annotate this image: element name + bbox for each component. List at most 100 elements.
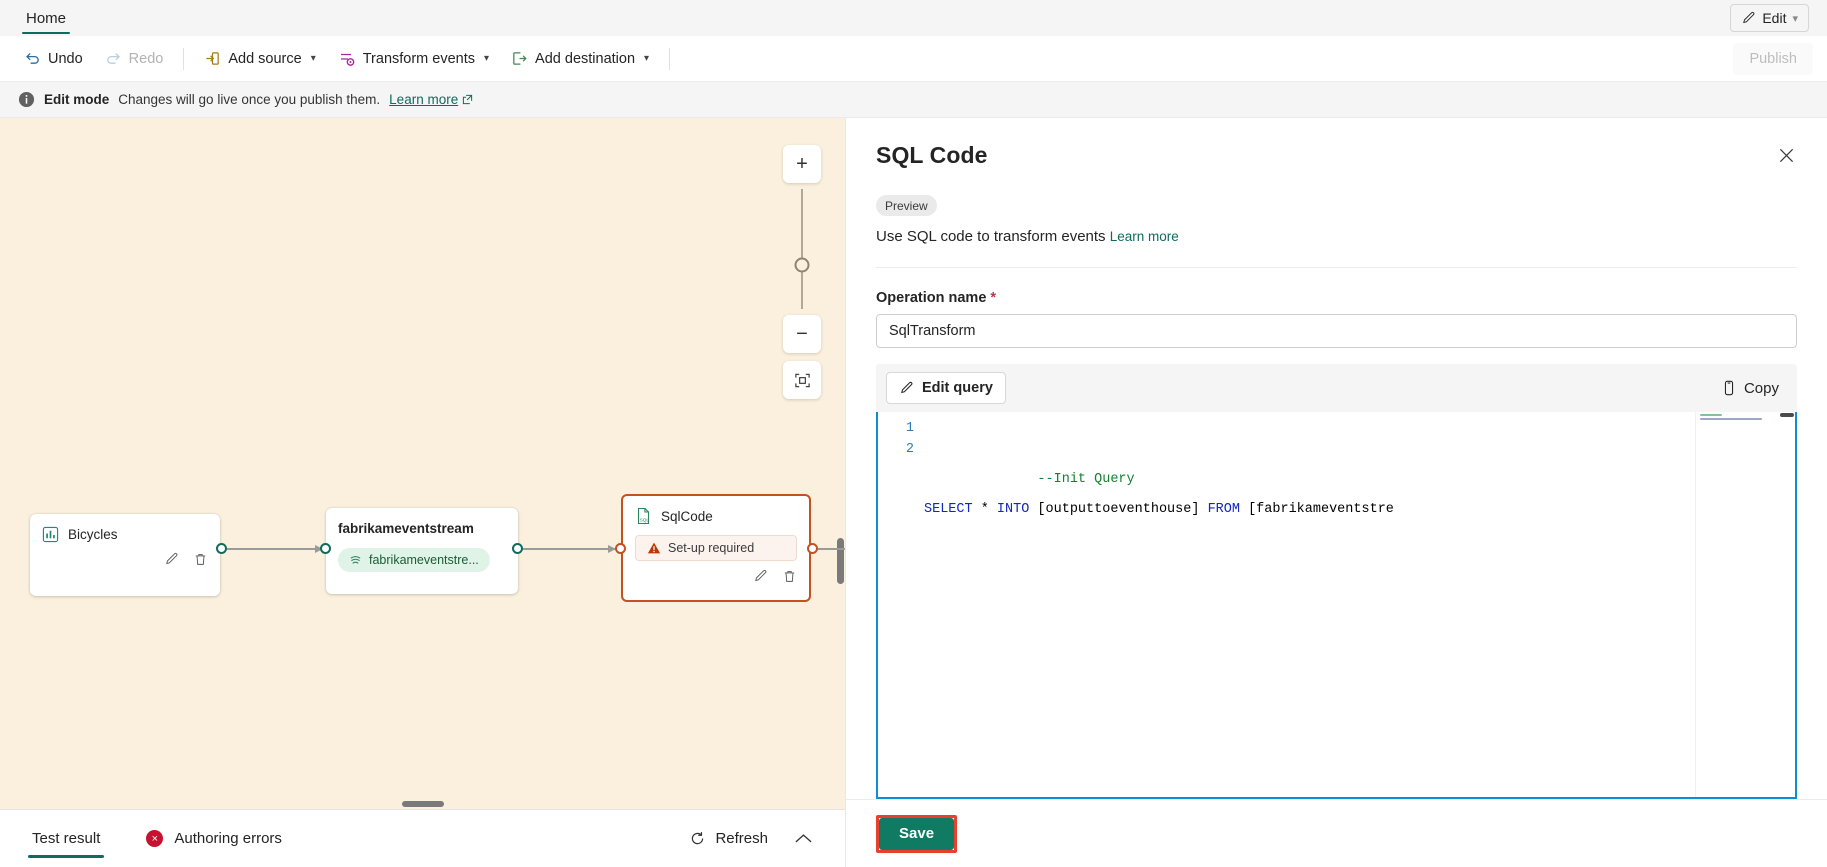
canvas-node-sqlcode[interactable]: SQL SqlCode Set-up required bbox=[621, 494, 811, 602]
add-destination-button[interactable]: Add destination ▾ bbox=[501, 43, 659, 75]
canvas-node-bicycles[interactable]: Bicycles bbox=[30, 514, 220, 596]
authoring-errors-item[interactable]: × Authoring errors bbox=[146, 830, 282, 847]
port-stream-output[interactable] bbox=[512, 543, 523, 554]
publish-button[interactable]: Publish bbox=[1733, 42, 1813, 75]
editor-minimap[interactable] bbox=[1695, 412, 1779, 797]
canvas-vertical-scrollbar[interactable] bbox=[837, 538, 844, 584]
undo-button[interactable]: Undo bbox=[14, 43, 93, 75]
zoom-out-button[interactable]: − bbox=[783, 315, 821, 353]
code-line-2: SELECT * INTO [outputtoeventhouse] FROM … bbox=[924, 499, 1795, 520]
zoom-slider[interactable] bbox=[794, 189, 810, 309]
canvas-resize-handle[interactable] bbox=[401, 801, 444, 807]
close-icon[interactable] bbox=[1771, 140, 1801, 170]
edit-query-label: Edit query bbox=[922, 380, 993, 396]
editor-minimap-slider[interactable] bbox=[1779, 412, 1795, 797]
node-actions bbox=[42, 552, 208, 567]
error-icon: × bbox=[146, 830, 164, 847]
eventstream-icon bbox=[349, 554, 362, 567]
transform-events-label: Transform events bbox=[362, 50, 476, 67]
chart-icon bbox=[42, 526, 59, 543]
panel-divider bbox=[876, 267, 1797, 268]
fit-to-view-icon bbox=[794, 372, 811, 389]
node-header: Bicycles bbox=[42, 524, 208, 544]
zoom-slider-thumb[interactable] bbox=[794, 257, 810, 273]
bottom-panel-bar: Test result × Authoring errors Refresh bbox=[0, 809, 845, 867]
info-icon bbox=[18, 91, 35, 108]
code-source-table: [fabrikameventstre bbox=[1239, 502, 1394, 517]
node-edit-icon[interactable] bbox=[164, 552, 179, 567]
canvas-node-fabrikameventstream[interactable]: fabrikameventstream fabrikameventstre... bbox=[326, 508, 518, 594]
panel-description: Use SQL code to transform events Learn m… bbox=[876, 228, 1797, 245]
port-stream-input[interactable] bbox=[320, 543, 331, 554]
chevron-down-icon: ▾ bbox=[1792, 12, 1798, 25]
undo-label: Undo bbox=[48, 50, 83, 67]
node-stream-pill: fabrikameventstre... bbox=[338, 548, 490, 572]
eventstream-canvas[interactable]: Bicycles fabrikameventstr bbox=[0, 118, 845, 809]
redo-icon bbox=[105, 50, 122, 67]
operation-name-label-text: Operation name bbox=[876, 290, 987, 306]
info-title: Edit mode bbox=[44, 92, 110, 107]
code-keyword-select: SELECT bbox=[924, 502, 973, 517]
svg-text:SQL: SQL bbox=[640, 517, 650, 522]
node-delete-icon[interactable] bbox=[193, 552, 208, 567]
fit-to-view-button[interactable] bbox=[783, 361, 821, 399]
code-target-table: [outputtoeventhouse] bbox=[1029, 502, 1208, 517]
redo-label: Redo bbox=[128, 50, 164, 67]
tab-test-result[interactable]: Test result bbox=[28, 810, 105, 867]
sql-file-icon: SQL bbox=[635, 507, 652, 525]
node-title: Bicycles bbox=[68, 526, 118, 542]
tab-home-label: Home bbox=[26, 9, 67, 27]
plus-icon: + bbox=[796, 152, 808, 175]
tab-test-result-label: Test result bbox=[32, 830, 101, 847]
collapse-panel-chevron-up-icon[interactable] bbox=[790, 832, 817, 845]
warning-icon bbox=[647, 541, 661, 555]
port-bicycles-output[interactable] bbox=[216, 543, 227, 554]
panel-footer: Save bbox=[846, 799, 1827, 867]
edge-stream-to-sqlcode bbox=[518, 545, 616, 552]
info-learn-more-link[interactable]: Learn more bbox=[389, 92, 473, 107]
panel-body: Operation name * Edit query bbox=[846, 268, 1827, 799]
node-setup-label: Set-up required bbox=[668, 541, 755, 555]
edit-query-button[interactable]: Edit query bbox=[886, 372, 1006, 404]
toolbar-divider-2 bbox=[669, 47, 671, 70]
add-destination-icon bbox=[511, 50, 528, 67]
command-toolbar: Undo Redo Add source ▾ Transform events … bbox=[0, 36, 1827, 82]
operation-name-input[interactable] bbox=[876, 314, 1797, 348]
external-link-icon bbox=[462, 94, 473, 105]
query-toolbar: Edit query Copy bbox=[876, 364, 1797, 412]
node-header: SQL SqlCode bbox=[635, 506, 797, 526]
node-edit-icon[interactable] bbox=[753, 569, 768, 584]
tab-home[interactable]: Home bbox=[22, 0, 71, 36]
transform-events-button[interactable]: Transform events ▾ bbox=[328, 43, 499, 75]
copy-button[interactable]: Copy bbox=[1713, 380, 1787, 397]
save-button[interactable]: Save bbox=[879, 817, 955, 850]
panel-title: SQL Code bbox=[876, 142, 988, 168]
panel-learn-more-link[interactable]: Learn more bbox=[1109, 229, 1179, 244]
port-sqlcode-output[interactable] bbox=[807, 543, 818, 554]
toolbar-divider bbox=[183, 47, 185, 70]
editor-code-area[interactable]: --Init Query SELECT * INTO [outputtoeven… bbox=[924, 412, 1795, 797]
add-source-button[interactable]: Add source ▾ bbox=[194, 43, 325, 75]
line-number: 2 bbox=[905, 442, 914, 457]
node-title: SqlCode bbox=[661, 508, 713, 524]
port-sqlcode-input[interactable] bbox=[615, 543, 626, 554]
copy-icon bbox=[1721, 380, 1737, 396]
code-star: * bbox=[972, 502, 997, 517]
minus-icon: − bbox=[796, 322, 808, 345]
error-glyph: × bbox=[151, 832, 159, 845]
node-delete-icon[interactable] bbox=[782, 569, 797, 584]
zoom-in-button[interactable]: + bbox=[783, 145, 821, 183]
node-title: fabrikameventstream bbox=[338, 520, 474, 536]
chevron-down-icon: ▾ bbox=[310, 53, 316, 64]
sql-code-side-panel: SQL Code Preview Use SQL code to transfo… bbox=[845, 118, 1827, 867]
chevron-down-icon: ▾ bbox=[484, 53, 490, 64]
save-button-highlight: Save bbox=[876, 814, 958, 853]
node-actions bbox=[635, 569, 797, 584]
minimap-line bbox=[1700, 418, 1762, 420]
redo-button[interactable]: Redo bbox=[95, 43, 174, 75]
refresh-icon bbox=[689, 830, 706, 847]
refresh-button[interactable]: Refresh bbox=[689, 830, 768, 847]
sql-code-editor[interactable]: 1 2 --Init Query SELECT * INTO [outputto… bbox=[876, 412, 1797, 799]
refresh-label: Refresh bbox=[715, 830, 768, 847]
edit-mode-button[interactable]: Edit ▾ bbox=[1730, 4, 1809, 32]
